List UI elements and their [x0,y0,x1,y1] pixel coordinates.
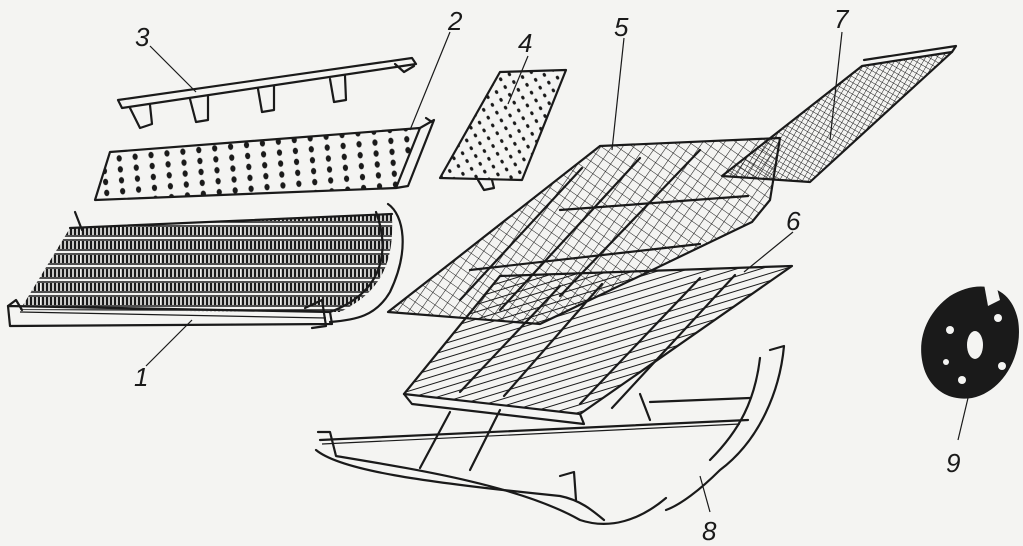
callout-2: 2 [447,6,463,36]
part-1-concave [6,202,404,330]
part-2-perforated-plate [93,116,436,202]
callout-9: 9 [946,448,960,478]
leader-line-5 [611,37,625,151]
leader-line-2 [409,31,451,131]
leader-line-6 [743,231,794,273]
part-7-fine-sieve [720,44,958,184]
leader-line-9 [957,397,969,441]
callout-3: 3 [135,22,150,52]
leader-line-1 [145,319,193,367]
part-9-disc [921,284,1019,399]
leader-line-7 [829,31,843,141]
callout-1: 1 [134,362,148,392]
part-6-grain-pan [402,264,794,426]
leader-line-8 [699,475,711,513]
part-3-top-bar [116,56,418,130]
part-4-small-sieve [438,68,568,192]
callout-7: 7 [834,4,850,34]
leader-lines [145,31,969,513]
callout-5: 5 [614,12,629,42]
part-8-bottom-frame [314,344,786,525]
leader-line-4 [507,55,529,105]
leader-line-3 [149,45,197,93]
callout-4: 4 [518,28,532,58]
callout-6: 6 [786,206,801,236]
callout-8: 8 [702,516,717,546]
